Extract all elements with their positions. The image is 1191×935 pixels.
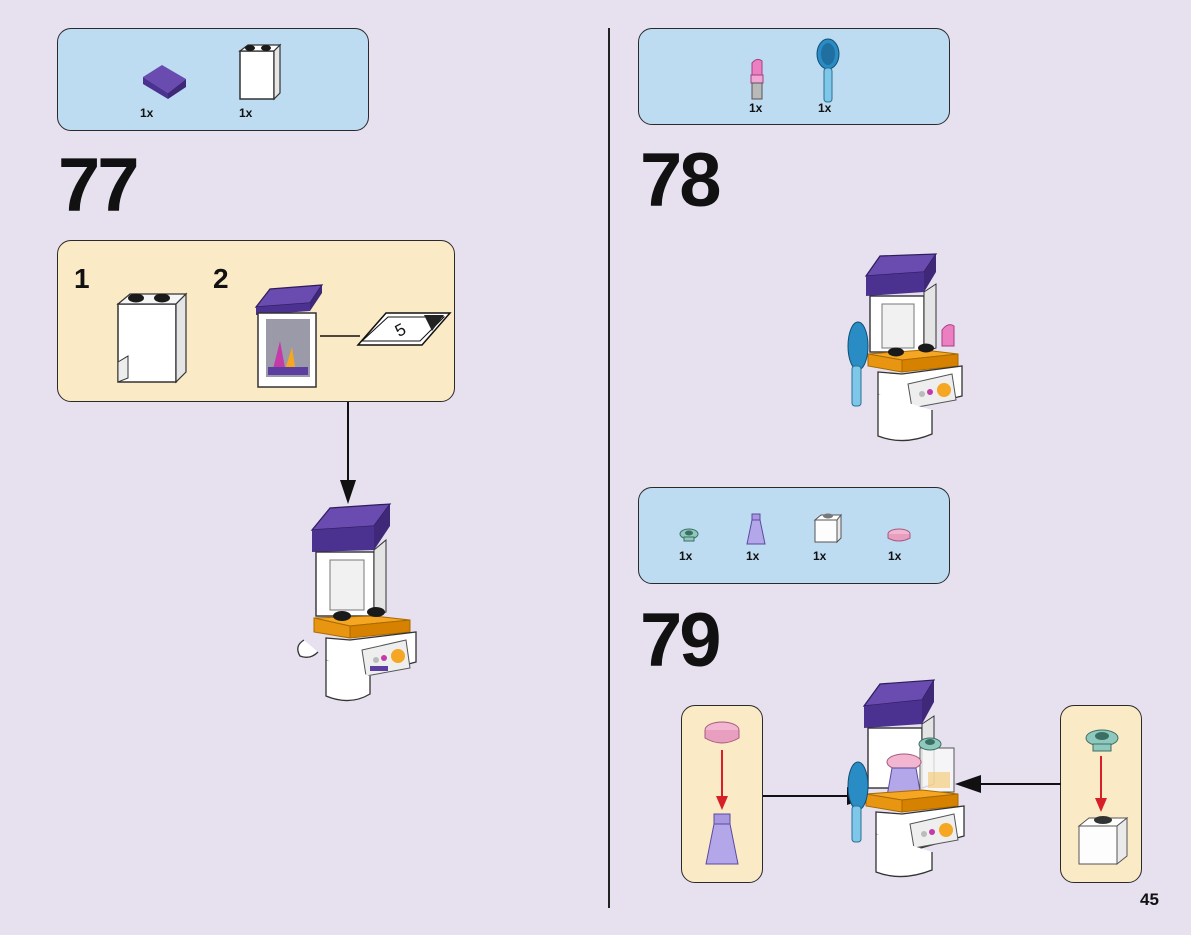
part-qty-label: 1x	[679, 549, 692, 563]
sticker-callout-icon: 5	[320, 301, 460, 361]
step-77-submodel-box: 1 2 5	[57, 240, 455, 402]
substep-1-label: 1	[74, 265, 90, 293]
column-divider	[608, 28, 610, 908]
part-qty-label: 1x	[818, 101, 831, 115]
step-79-right-submodel-box	[1060, 705, 1142, 883]
lavender-cone-icon	[702, 812, 742, 870]
step-number-77: 77	[58, 148, 137, 224]
lavender-cone-icon	[745, 512, 767, 548]
step-number-78: 78	[640, 143, 719, 219]
purple-slope-brick-icon	[140, 59, 190, 99]
part-qty-label: 1x	[749, 101, 762, 115]
red-down-arrow-icon	[1095, 756, 1107, 814]
transparent-brick-icon	[1075, 812, 1131, 868]
pink-round-tile-icon	[887, 528, 911, 544]
part-qty-label: 1x	[239, 106, 252, 120]
part-qty-label: 1x	[888, 549, 901, 563]
makeup-table-model-step-78	[832, 250, 982, 450]
blue-hairbrush-icon	[815, 39, 841, 105]
transparent-brick-icon	[811, 510, 843, 546]
step-78-parts-box: 1x 1x	[638, 28, 950, 125]
pink-lipstick-icon	[747, 57, 767, 103]
substep-2-label: 2	[213, 265, 229, 293]
teal-round-plate-icon	[1083, 726, 1121, 756]
teal-round-plate-icon	[679, 526, 699, 544]
step-77-parts-box: 1x 1x	[57, 28, 369, 131]
part-qty-label: 1x	[140, 106, 153, 120]
makeup-table-model-step-77	[290, 500, 430, 710]
white-panel-icon	[110, 286, 190, 386]
red-down-arrow-icon	[716, 750, 728, 812]
part-qty-label: 1x	[746, 549, 759, 563]
step-79-left-submodel-box	[681, 705, 763, 883]
step-77-down-arrow	[340, 402, 356, 506]
page-number: 45	[1140, 890, 1159, 910]
makeup-table-model-step-79	[836, 676, 976, 886]
white-panel-icon	[236, 41, 280, 103]
step-79-parts-box: 1x 1x 1x 1x	[638, 487, 950, 584]
pink-round-tile-icon	[702, 720, 742, 750]
part-qty-label: 1x	[813, 549, 826, 563]
step-number-79: 79	[640, 603, 719, 679]
